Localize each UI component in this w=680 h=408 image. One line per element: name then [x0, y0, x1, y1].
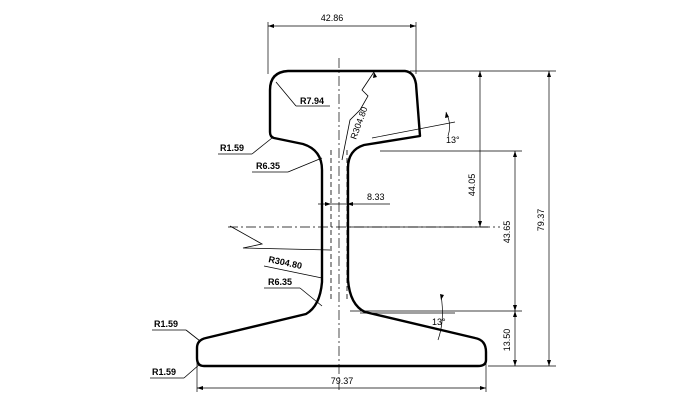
web-arc-underline [263, 265, 323, 279]
base-web-fillet-leader [299, 287, 323, 307]
head-web-fillet-leader [287, 157, 323, 173]
dim-total-height-label: 79.37 [536, 209, 546, 232]
dim-lower-height-arrow-bottom [513, 305, 517, 311]
head-fillet-leader [251, 137, 273, 155]
dim-upper-height-arrow-top [478, 71, 482, 77]
dim-upper-height-label: 44.05 [467, 174, 477, 197]
dim-base-height-arrow-top [513, 311, 517, 317]
dim-upper-height-arrow-bottom [478, 221, 482, 227]
dim-base-width-arrow-right [480, 386, 486, 390]
dim-web-thickness-arrow-right [347, 202, 353, 206]
dim-base-width-label: 79.37 [331, 376, 354, 386]
base-bottom-fillet-leader [183, 363, 201, 379]
dim-web-thickness-arrow-left [325, 202, 331, 206]
dim-web-thickness-label: 8.33 [367, 192, 385, 202]
head-fillet-label: R1.59 [220, 143, 244, 153]
dim-lower-height-label: 43.65 [502, 221, 512, 244]
base-slope-arc [437, 294, 443, 341]
head-slope-label: 13° [446, 135, 460, 145]
base-bottom-fillet-label: R1.59 [152, 367, 176, 377]
dim-base-height-label: 13.50 [502, 329, 512, 352]
base-web-fillet-label: R6.35 [268, 277, 292, 287]
base-top-fillet-leader [185, 329, 201, 342]
dim-head-width-label: 42.86 [321, 13, 344, 23]
head-slope-reference-line [371, 121, 456, 139]
head-arc-arrow [373, 72, 377, 78]
head-slope-arrow [445, 112, 449, 118]
rail-profile-outline [195, 69, 488, 368]
dim-head-width-arrow-right [410, 24, 416, 28]
head-arc-label: R304.80 [348, 105, 369, 140]
head-corner-label: R7.94 [300, 96, 324, 106]
base-slope-arrow [440, 294, 444, 300]
dim-base-height-arrow-bottom [513, 360, 517, 366]
dim-lower-height-arrow-top [513, 151, 517, 157]
base-slope-label: 13° [432, 317, 446, 327]
base-top-fillet-label: R1.59 [154, 319, 178, 329]
head-arc-leader [341, 71, 375, 161]
dim-total-height-arrow-top [547, 71, 551, 77]
head-web-fillet-label: R6.35 [256, 161, 280, 171]
dim-total-height-arrow-bottom [547, 360, 551, 366]
web-arc-leader [229, 225, 331, 251]
head-corner-leader [275, 81, 297, 107]
dim-head-width-arrow-left [268, 24, 274, 28]
web-arc-label: R304.80 [268, 254, 303, 271]
dim-base-width-arrow-left [197, 386, 203, 390]
